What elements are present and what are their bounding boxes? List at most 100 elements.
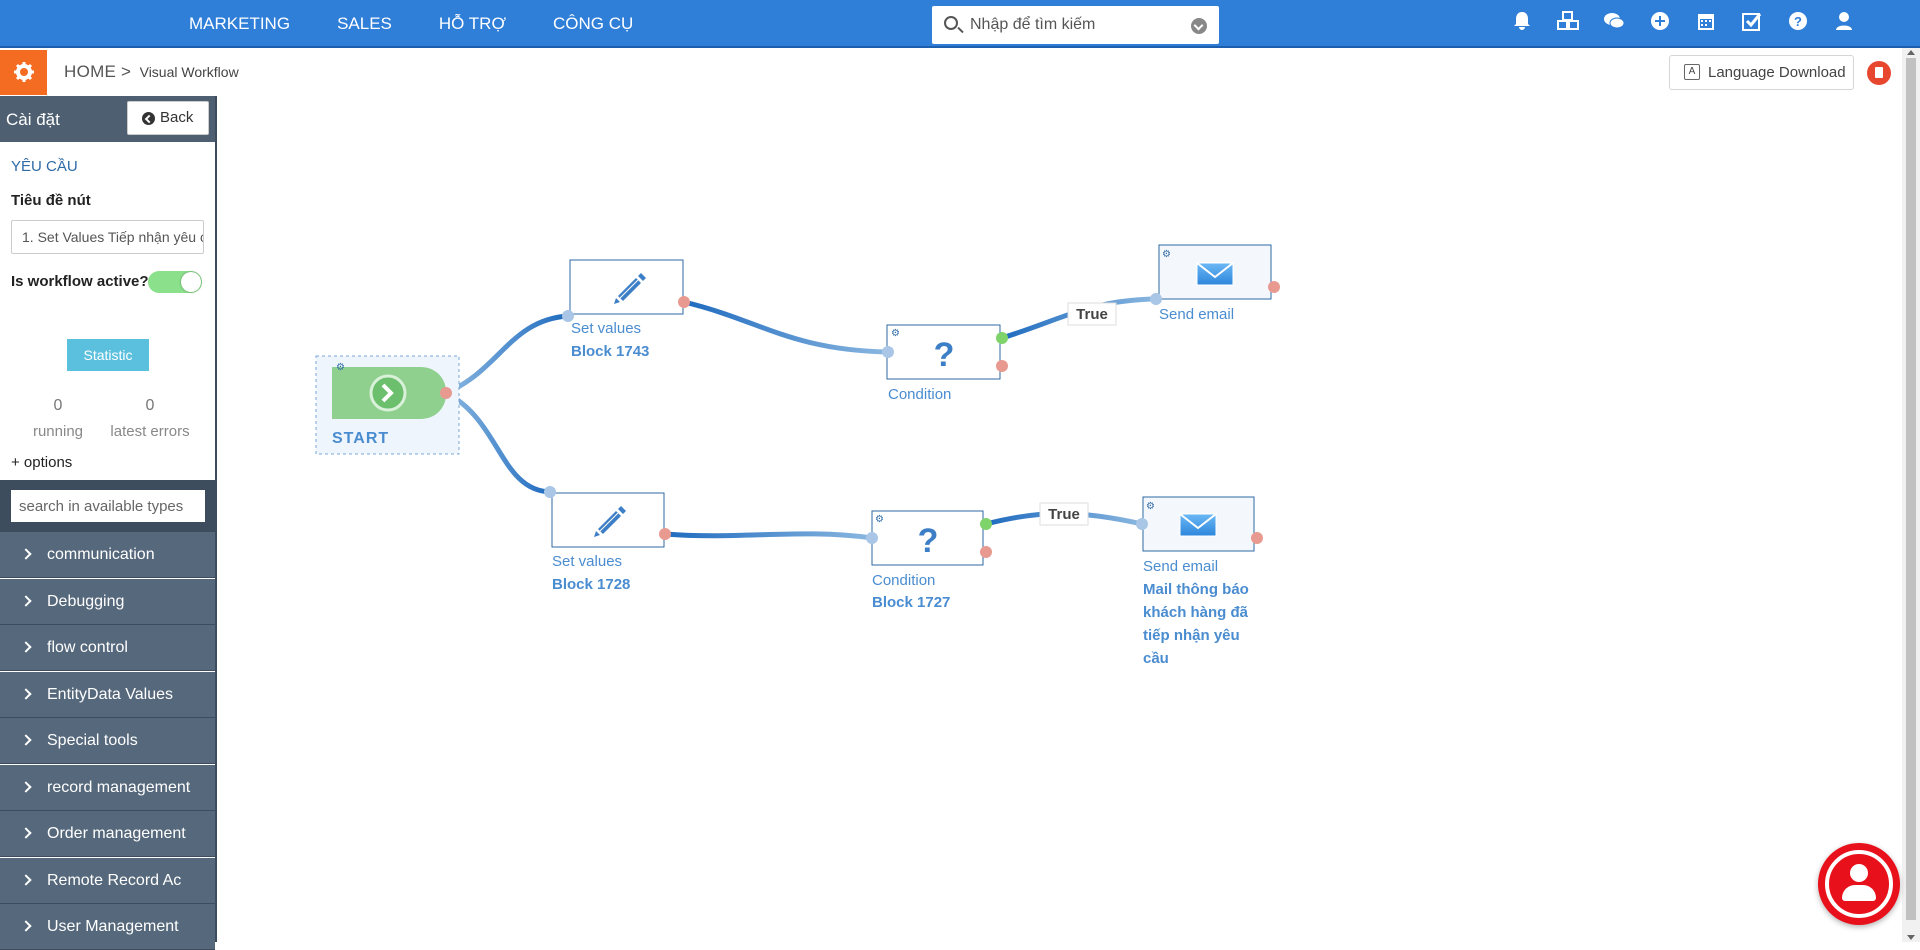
running-count: 0 (53, 397, 63, 414)
output-port[interactable] (440, 387, 452, 399)
node-sendemail-bottom[interactable]: ⚙ Send email Mail thông báo khách hàng đ… (1142, 496, 1255, 667)
running-label: running (32, 423, 84, 440)
check-square-icon[interactable] (1740, 11, 1764, 35)
start-label: START (332, 430, 389, 447)
nav-sales[interactable]: SALES (337, 14, 392, 33)
chevron-right-icon (20, 781, 32, 793)
sidebar-header: Cài đặt Back (0, 96, 215, 142)
errors-label: latest errors (110, 423, 190, 440)
category-communication[interactable]: communication (0, 532, 215, 578)
gears-icon: ⚙ (875, 514, 884, 525)
category-label: Remote Record Ac (47, 872, 182, 889)
edge-label-text: True (1076, 306, 1108, 323)
arrow-left-circle-icon (142, 112, 155, 125)
category-user-management[interactable]: User Management (0, 904, 215, 950)
type-search-input[interactable] (11, 490, 205, 522)
true-port[interactable] (996, 332, 1008, 344)
input-port[interactable] (562, 310, 574, 322)
scroll-up-arrow[interactable] (1907, 50, 1915, 55)
start-node[interactable]: ⚙ START (315, 355, 460, 455)
type-search-bar (0, 480, 215, 532)
settings-gear-button[interactable] (0, 50, 47, 95)
category-record-management[interactable]: record management (0, 765, 215, 811)
category-remote-record[interactable]: Remote Record Ac (0, 858, 215, 904)
node-name-line: khách hàng đã (1143, 604, 1249, 621)
options-link[interactable]: + options (11, 454, 73, 471)
category-entitydata-values[interactable]: EntityData Values (0, 672, 215, 718)
cubes-icon[interactable] (1556, 11, 1580, 35)
true-port[interactable] (980, 518, 992, 530)
question-icon: ? (934, 336, 955, 374)
node-setvalues-1728[interactable]: Set values Block 1728 (551, 492, 665, 593)
back-label: Back (160, 109, 194, 126)
edge-start-setvalues-1743 (443, 313, 571, 396)
breadcrumb-current: Visual Workflow (139, 64, 239, 80)
question-icon: ? (918, 522, 939, 560)
question-circle-icon[interactable]: ? (1786, 11, 1810, 35)
category-flow-control[interactable]: flow control (0, 625, 215, 671)
nav-tools[interactable]: CÔNG CỤ (553, 14, 634, 33)
node-name: Block 1727 (872, 594, 950, 611)
scroll-down-arrow[interactable] (1907, 935, 1915, 940)
node-title-label: Tiêu đề nút (11, 192, 91, 209)
nav-support[interactable]: HỖ TRỢ (438, 14, 507, 33)
node-setvalues-1743[interactable]: Set values Block 1743 (569, 259, 684, 360)
bell-icon[interactable] (1510, 11, 1534, 35)
settings-sidebar: Cài đặt Back YÊU CẦU Tiêu đề nút Is work… (0, 96, 217, 950)
chevron-right-icon (20, 548, 32, 560)
output-port[interactable] (1268, 281, 1280, 293)
category-label: EntityData Values (47, 686, 173, 703)
input-port[interactable] (866, 532, 878, 544)
node-condition-1727[interactable]: ⚙ ? Condition Block 1727 (871, 510, 984, 611)
language-download-label: Language Download (1708, 64, 1846, 81)
edge-setvalues-condition-top (681, 299, 891, 355)
node-sendemail-top[interactable]: ⚙ Send email (1158, 244, 1272, 323)
category-label: communication (47, 546, 155, 563)
false-port[interactable] (980, 546, 992, 558)
node-type: Send email (1159, 306, 1234, 323)
scroll-thumb[interactable] (1906, 58, 1916, 920)
input-port[interactable] (882, 346, 894, 358)
statistic-button[interactable]: Statistic (67, 339, 149, 371)
gears-icon: ⚙ (891, 328, 900, 339)
workflow-active-toggle[interactable] (148, 271, 202, 293)
category-debugging[interactable]: Debugging (0, 579, 215, 625)
workflow-active-label: Is workflow active? (11, 273, 149, 290)
node-type: Condition (888, 386, 951, 403)
errors-count: 0 (145, 397, 155, 414)
node-condition-top[interactable]: ⚙ ? Condition (886, 324, 1001, 403)
vertical-scrollbar[interactable] (1902, 48, 1920, 942)
output-port[interactable] (678, 296, 690, 308)
envelope-icon (1179, 513, 1217, 537)
breadcrumb-home[interactable]: HOME (64, 62, 117, 81)
chevron-down-icon[interactable] (1191, 18, 1207, 34)
user-icon[interactable] (1832, 11, 1856, 35)
input-port[interactable] (1150, 293, 1162, 305)
input-port[interactable] (1136, 518, 1148, 530)
svg-text:?: ? (1794, 14, 1802, 29)
back-button[interactable]: Back (127, 101, 209, 135)
toggle-knob (181, 272, 201, 292)
nav-marketing[interactable]: MARKETING (189, 14, 291, 33)
node-title-input[interactable] (11, 220, 204, 254)
support-chat-button[interactable] (1818, 843, 1900, 925)
clipboard-icon[interactable] (1867, 61, 1891, 85)
plus-circle-icon[interactable] (1648, 11, 1672, 35)
false-port[interactable] (996, 360, 1008, 372)
input-port[interactable] (544, 486, 556, 498)
search-input[interactable] (970, 12, 1190, 38)
chevron-right-icon (20, 688, 32, 700)
output-port[interactable] (1251, 532, 1263, 544)
chevron-right-icon (20, 641, 32, 653)
calendar-icon[interactable] (1694, 11, 1718, 35)
category-special-tools[interactable]: Special tools (0, 718, 215, 764)
output-port[interactable] (659, 528, 671, 540)
breadcrumb: HOME > Visual Workflow (64, 62, 239, 82)
workflow-canvas[interactable]: True True ⚙ START Set values Block 1 (217, 96, 1901, 942)
chat-icon[interactable] (1602, 11, 1626, 35)
category-label: record management (47, 779, 191, 796)
chevron-right-icon (20, 827, 32, 839)
workflow-name: YÊU CẦU (11, 158, 78, 175)
category-order-management[interactable]: Order management (0, 811, 215, 857)
language-download-button[interactable]: A Language Download (1669, 55, 1854, 90)
